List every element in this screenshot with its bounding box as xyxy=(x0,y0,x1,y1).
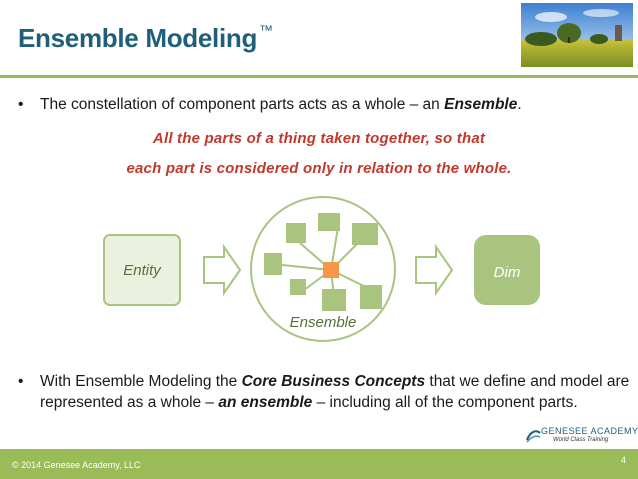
slide-footer: © 2014 Genesee Academy, LLC 4 xyxy=(0,449,638,479)
arrow-right-icon xyxy=(203,243,242,297)
bullet-text: The constellation of component parts act… xyxy=(40,96,522,113)
quote-line-1: All the parts of a thing taken together,… xyxy=(152,130,486,147)
ensemble-circle: Ensemble xyxy=(250,196,396,342)
ensemble-diagram: Entity Ensemble Dim xyxy=(103,196,540,342)
ensemble-label: Ensemble xyxy=(290,314,357,331)
genesee-academy-logo: GENESEE ACADEMY World Class Training xyxy=(523,425,638,447)
trademark-mark: ™ xyxy=(259,22,273,38)
quote-line-2: each part is considered only in relation… xyxy=(126,160,512,177)
logo-swoosh-icon xyxy=(526,430,541,443)
dim-label: Dim xyxy=(494,264,521,281)
entity-label: Entity xyxy=(123,262,162,279)
logo-tagline: World Class Training xyxy=(553,437,609,443)
dim-box: Dim xyxy=(474,235,540,305)
arrow-right-icon xyxy=(415,243,454,297)
header-divider xyxy=(0,75,638,78)
logo-name: GENESEE ACADEMY xyxy=(541,426,638,436)
bullet-dot: • xyxy=(18,373,24,390)
copyright-text: © 2014 Genesee Academy, LLC xyxy=(12,460,141,470)
landscape-photo xyxy=(521,3,633,67)
bullet-dot: • xyxy=(18,96,24,113)
page-number: 4 xyxy=(620,455,626,465)
bullet-text: With Ensemble Modeling the Core Business… xyxy=(40,373,630,411)
entity-box: Entity xyxy=(103,234,181,306)
